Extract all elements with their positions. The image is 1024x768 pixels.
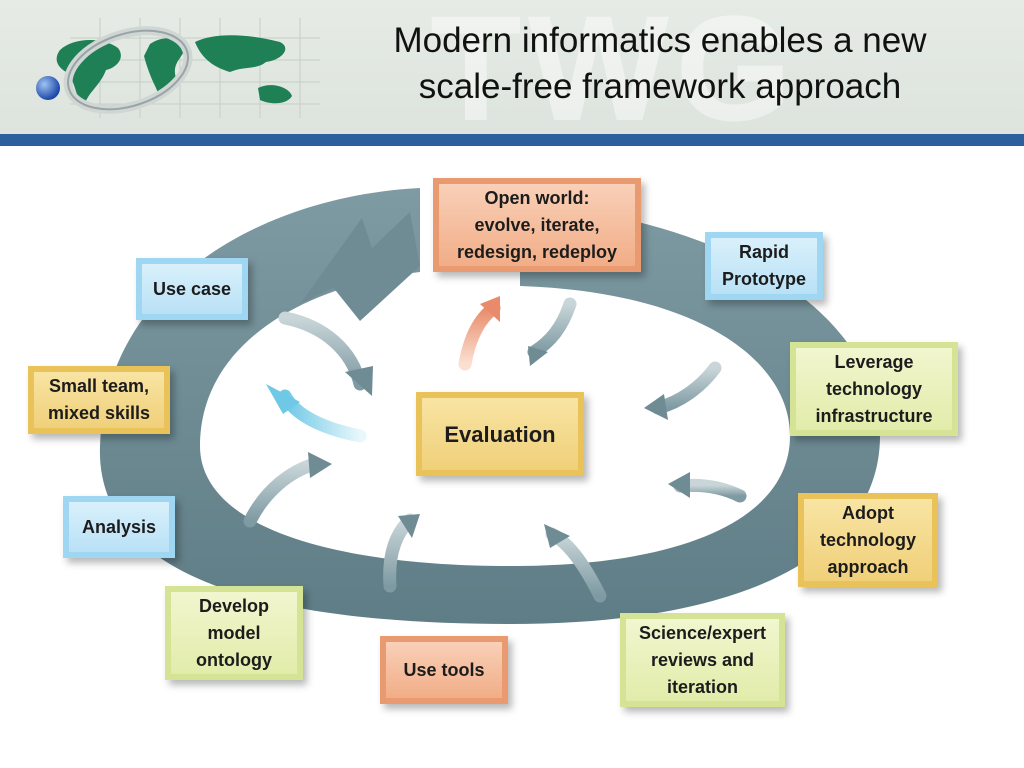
inward-arrow-head [345,366,373,396]
box-leverage-line-3: infrastructure [815,405,933,426]
title-line-1: Modern informatics enables a new [393,21,927,60]
slide-header: TWG Modern informatics enables a new [0,0,1024,134]
box-adopt-technology: Adopt technology approach [798,493,938,587]
inward-arrow-head [544,524,570,548]
inward-arrow-right-top [651,361,722,415]
box-open-world-line-3: redesign, redeploy [456,241,618,262]
box-develop-line-1: Develop [198,595,269,616]
box-science-reviews: Science/expert reviews and iteration [620,613,785,707]
outward-arrow-peach [458,301,501,371]
box-science-line-2: reviews and [650,649,755,670]
box-leverage-line-1: Leverage [834,351,914,372]
box-rapid-prototype-line-1: Rapid [738,242,789,262]
box-use-tools-label: Use tools [403,659,485,680]
box-rapid-prototype-line-2: Prototype [721,269,806,289]
ring-arrow-head [300,218,378,304]
inward-arrow-head [528,346,548,366]
box-open-world-line-1: Open world: [484,187,590,208]
box-small-team: Small team, mixed skills [28,366,170,434]
cycle-ring [99,188,881,624]
inward-arrow-head [398,514,420,538]
box-open-world: Open world: evolve, iterate, redesign, r… [433,178,641,272]
box-analysis-label: Analysis [81,516,157,537]
outward-arrow-cyan-head [266,384,300,414]
box-use-case-label: Use case [152,278,232,299]
outward-arrow-peach-head [480,296,500,322]
box-leverage-line-2: technology [825,378,922,399]
box-develop-line-3: ontology [196,649,272,670]
box-science-line-3: iteration [666,676,738,697]
inward-arrow-head [308,452,332,478]
watermark-logo: TWG [430,0,798,134]
inward-arrow-head [644,394,668,420]
box-use-tools: Use tools [380,636,508,704]
inward-arrow-top [527,297,577,359]
cycle-diagram: Open world: evolve, iterate, redesign, r… [0,146,1024,768]
box-develop-model: Develop model ontology [165,586,303,680]
box-small-team-line-1: Small team, [48,376,150,396]
box-open-world-line-2: evolve, iterate, [474,214,600,235]
globe-logo-icon [36,18,320,118]
box-develop-line-2: model [207,622,261,643]
box-adopt-line-3: approach [827,556,909,577]
inward-arrow-head [668,472,690,498]
box-adopt-line-1: Adopt [842,502,894,523]
box-use-case: Use case [136,258,248,320]
box-leverage-technology: Leverage technology infrastructure [790,342,958,436]
header-rule [0,134,1024,146]
title-line-2: scale-free framework approach [418,67,902,106]
box-evaluation: Evaluation [416,392,584,476]
cycle-ring-band [99,188,881,624]
box-rapid-prototype: Rapid Prototype [705,232,823,300]
inward-arrow-left-bottom [243,457,322,528]
box-small-team-line-2: mixed skills [47,403,151,423]
box-evaluation-label: Evaluation [444,421,556,447]
box-science-line-1: Science/expert [638,622,767,643]
box-adopt-line-2: technology [819,529,916,550]
page-title: Modern informatics enables a new scale-f… [300,18,1020,110]
box-analysis: Analysis [63,496,175,558]
